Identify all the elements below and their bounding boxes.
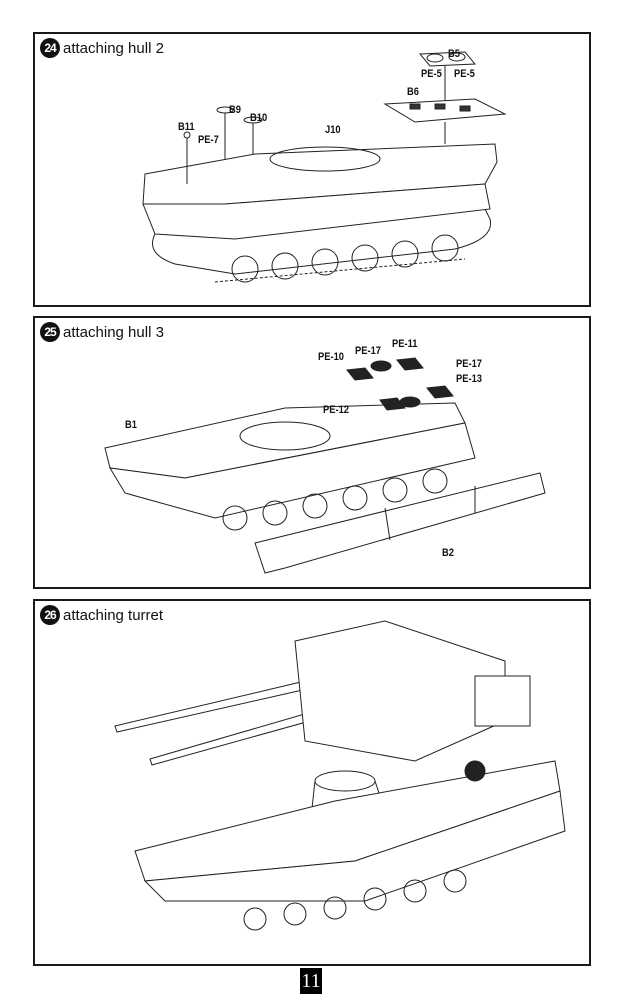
step-panel-25: 25 attaching hull 3 PE-10 PE-17 PE-11 PE… [33,316,591,589]
step-number-badge: 24 [40,38,60,58]
step-title: attaching turret [63,606,164,624]
step-number-badge: 26 [40,605,60,625]
turret-assembly-drawing [114,620,566,931]
step-header: 24 attaching hull 2 [40,38,164,58]
part-label-b6: B6 [407,86,419,98]
part-label-pe11: PE-11 [392,338,418,350]
hull-assembly-drawing [142,51,507,283]
part-label-b11: B11 [178,121,195,133]
step-header: 26 attaching turret [40,605,163,625]
part-label-j10: J10 [325,124,341,136]
step-panel-24: 24 attaching hull 2 B5 PE-5 PE-5 B6 B9 [33,32,591,307]
part-label-pe17: PE-17 [456,358,482,370]
part-label-pe13: PE-13 [456,373,482,385]
part-label-b10: B10 [250,112,268,124]
part-label-b1: B1 [125,419,137,431]
part-label-pe10: PE-10 [318,351,344,363]
step-header: 25 attaching hull 3 [40,322,164,342]
part-label-pe5: PE-5 [421,68,442,80]
part-label-b9: B9 [229,104,241,116]
part-label-b5: B5 [448,48,460,60]
part-label-pe17: PE-17 [355,345,381,357]
step-title: attaching hull 2 [63,39,164,57]
part-label-pe12: PE-12 [323,404,349,416]
step-panel-26: 26 attaching turret [33,599,591,966]
step-number-badge: 25 [40,322,60,342]
hull-assembly-drawing [104,357,546,574]
step-title: attaching hull 3 [63,323,164,341]
part-label-pe5: PE-5 [454,68,475,80]
part-label-b2: B2 [442,547,454,559]
part-label-pe7: PE-7 [198,134,219,146]
page-number: 11 [300,968,322,994]
